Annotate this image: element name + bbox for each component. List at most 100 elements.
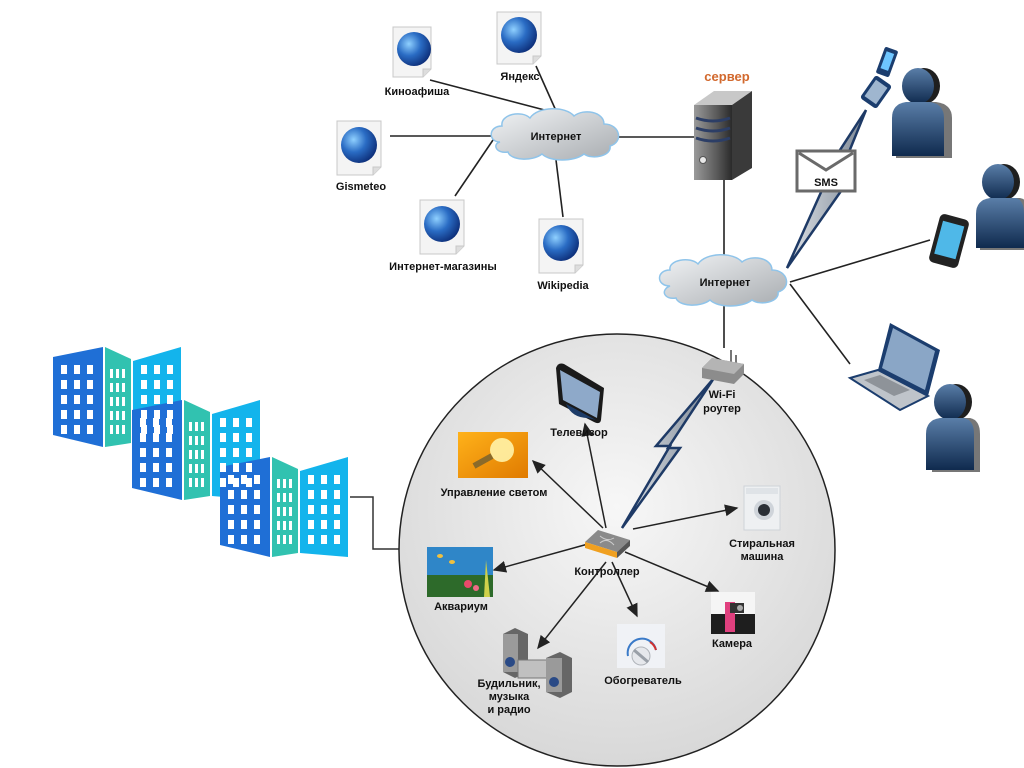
window <box>246 478 252 487</box>
window <box>220 463 226 472</box>
window <box>87 395 93 404</box>
washing-machine-icon <box>743 485 781 531</box>
link-internet-shops <box>454 139 494 197</box>
link-yandex <box>535 65 558 114</box>
window <box>334 505 340 514</box>
window <box>283 493 286 502</box>
window <box>122 425 125 434</box>
globe-icon <box>543 225 579 261</box>
link-buildings-home <box>350 496 400 550</box>
device-light-control[interactable]: Управление светом <box>441 432 548 499</box>
music-label-line2: музыка <box>489 691 530 703</box>
window <box>289 521 292 530</box>
window <box>308 535 314 544</box>
wifi-lightning-bolt-icon <box>620 377 716 529</box>
web-page-internet-shops[interactable] <box>419 199 465 255</box>
link-cloud2-laptop <box>789 283 851 365</box>
window <box>189 436 192 445</box>
window <box>228 535 234 544</box>
sms-envelope[interactable]: SMS <box>795 149 857 193</box>
window <box>334 520 340 529</box>
window <box>74 410 80 419</box>
window <box>308 520 314 529</box>
window <box>277 479 280 488</box>
window <box>122 383 125 392</box>
window <box>334 475 340 484</box>
device-aquarium[interactable]: Аквариум <box>427 547 493 613</box>
label-gismeteo: Gismeteo <box>336 181 386 193</box>
window <box>254 490 260 499</box>
tv-icon <box>556 363 604 424</box>
window <box>246 418 252 427</box>
window <box>228 505 234 514</box>
window <box>74 380 80 389</box>
window <box>254 535 260 544</box>
window <box>116 411 119 420</box>
thermostat-dial-icon <box>617 624 665 668</box>
window <box>74 395 80 404</box>
window <box>153 418 159 427</box>
window <box>246 433 252 442</box>
device-heater[interactable]: Обогреватель <box>604 624 682 687</box>
music-label-line3: и радио <box>487 704 530 716</box>
device-alarm-music-radio[interactable]: Будильник, музыка и радио <box>477 628 572 716</box>
window <box>110 397 113 406</box>
window <box>195 478 198 487</box>
arrow-aquarium <box>492 543 589 573</box>
window <box>201 436 204 445</box>
window <box>140 418 146 427</box>
camera-label: Камера <box>712 638 753 650</box>
top-network-links <box>390 65 931 365</box>
device-camera[interactable]: Камера <box>711 592 755 650</box>
window <box>277 535 280 544</box>
window <box>166 433 172 442</box>
arrow-light <box>531 459 604 529</box>
window <box>201 450 204 459</box>
window <box>241 520 247 529</box>
light-label: Управление светом <box>441 487 548 499</box>
sms-label: SMS <box>814 177 838 189</box>
window <box>283 521 286 530</box>
window <box>153 448 159 457</box>
washer-label-line1: Стиральная <box>729 538 795 550</box>
web-page-kinoafisha[interactable] <box>392 26 432 78</box>
label-kinoafisha: Киноафиша <box>385 86 451 98</box>
web-page-yandex[interactable] <box>496 11 542 65</box>
link-wikipedia <box>555 159 564 218</box>
device-washing-machine[interactable]: Стиральная машина <box>729 485 795 563</box>
window <box>140 478 146 487</box>
user-3-laptop[interactable] <box>847 323 980 472</box>
web-page-gismeteo[interactable] <box>336 120 382 176</box>
internet-cloud-top[interactable]: Интернет <box>490 108 620 161</box>
window <box>334 535 340 544</box>
server[interactable] <box>694 91 752 180</box>
window <box>116 425 119 434</box>
arrow-heater <box>611 561 638 618</box>
window <box>153 478 159 487</box>
arrow-camera <box>624 551 720 592</box>
cloud-label: Интернет <box>531 131 582 143</box>
arrow-washer <box>632 504 739 530</box>
window <box>241 505 247 514</box>
window <box>308 505 314 514</box>
user-1-flip-phone[interactable] <box>860 46 952 158</box>
window <box>201 478 204 487</box>
link-kinoafisha <box>429 79 557 114</box>
window <box>189 450 192 459</box>
router-label-line1: Wi-Fi <box>709 389 736 401</box>
window <box>141 365 147 374</box>
window <box>201 422 204 431</box>
window <box>167 410 173 419</box>
window <box>110 425 113 434</box>
web-page-wikipedia[interactable] <box>538 218 584 274</box>
user-2-smartphone[interactable] <box>928 164 1024 269</box>
device-tv[interactable]: Телевизор <box>550 363 608 440</box>
window <box>233 448 239 457</box>
window <box>140 448 146 457</box>
wifi-router[interactable]: Wi-Fi роутер <box>702 350 744 415</box>
internet-cloud-bottom[interactable]: Интернет <box>658 254 788 307</box>
window <box>154 395 160 404</box>
smartphone-icon <box>929 214 969 268</box>
user-silhouette-icon <box>926 384 980 472</box>
controller[interactable]: Контроллер <box>574 530 640 578</box>
